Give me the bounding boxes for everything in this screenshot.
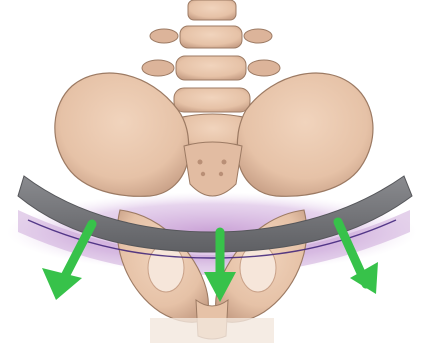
right-ilium — [237, 73, 373, 196]
left-ilium — [55, 73, 189, 196]
sacrum — [184, 142, 242, 196]
